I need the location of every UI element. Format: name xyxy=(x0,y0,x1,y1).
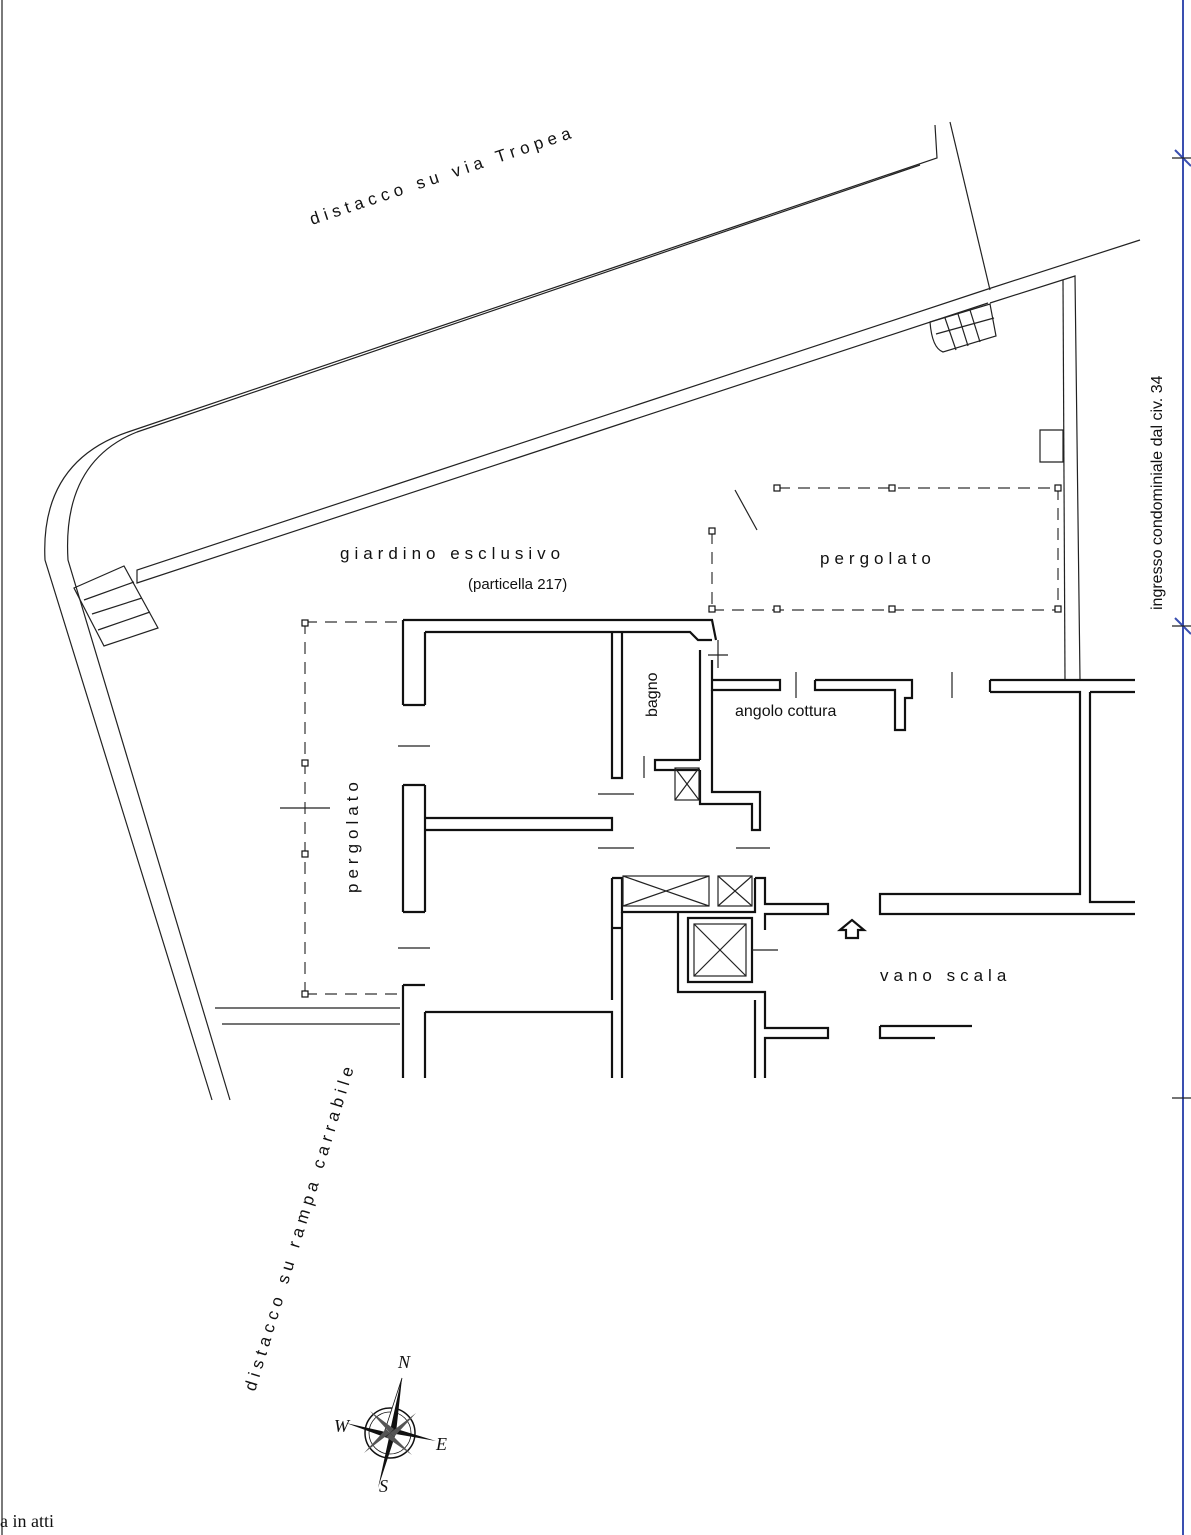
label-pergola-top: pergolato xyxy=(820,549,936,568)
label-kitchen: angolo cottura xyxy=(735,703,837,720)
compass-south: S xyxy=(379,1476,388,1496)
label-garden: giardino esclusivo xyxy=(340,544,565,563)
compass-rose: N S E W xyxy=(334,1352,447,1496)
garden-boundary xyxy=(44,121,1141,1101)
garden-steps-left xyxy=(73,565,159,647)
label-entrance: ingresso condominiale dal civ. 34 xyxy=(1149,375,1166,610)
label-top-street: distacco su via Tropea xyxy=(307,122,578,229)
pergola-left xyxy=(280,619,400,998)
label-stairwell: vano scala xyxy=(880,966,1011,985)
lift-shafts xyxy=(622,767,753,977)
opening-ticks xyxy=(398,640,953,951)
compass-west: W xyxy=(334,1416,351,1436)
label-left-street: distacco su rampa carrabile xyxy=(241,1060,359,1393)
label-garden-parcel: (particella 217) xyxy=(468,576,567,593)
apartment-walls xyxy=(401,618,1135,1078)
entry-arrow-icon xyxy=(836,918,868,940)
label-pergola-left: pergolato xyxy=(343,777,362,893)
compass-east: E xyxy=(435,1434,447,1454)
pergola-top xyxy=(708,484,1062,613)
footer-text: a in atti xyxy=(0,1511,54,1531)
label-bathroom: bagno xyxy=(644,672,661,717)
garden-steps-top xyxy=(929,303,997,353)
dimension-entrance xyxy=(1172,0,1191,1535)
compass-north: N xyxy=(397,1352,411,1372)
